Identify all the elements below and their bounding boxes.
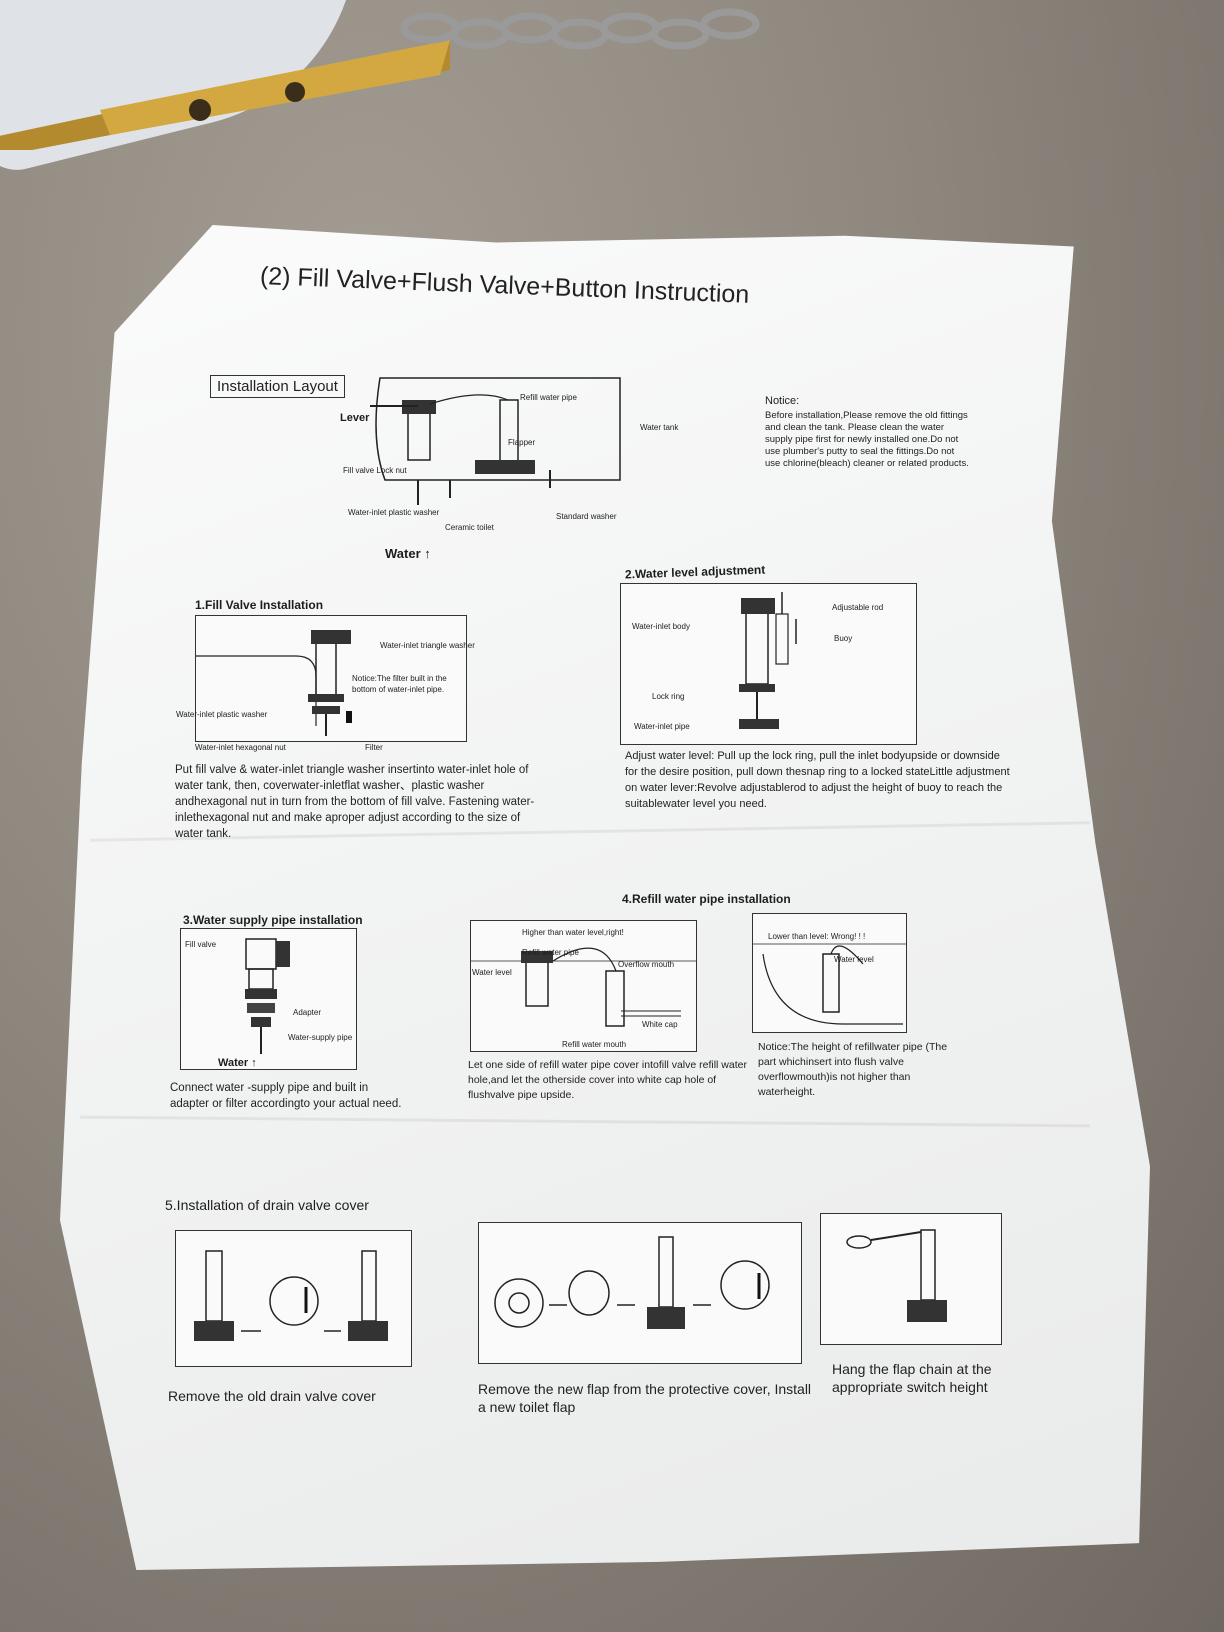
lower-label: Lower than level: Wrong! ! !: [768, 932, 866, 941]
section3-heading: 3.Water supply pipe installation: [183, 913, 363, 927]
lock-ring-label: Lock ring: [652, 692, 685, 701]
supply-pipe-label: Water-supply pipe: [288, 1033, 353, 1042]
water-supply-figure: [180, 928, 357, 1070]
overflow-mouth-label: Overflow mouth: [618, 960, 675, 969]
section3-water-label: Water ↑: [218, 1057, 257, 1069]
notice-heading: Notice:: [765, 395, 800, 407]
refill-wrong-figure: [752, 913, 907, 1033]
flap-chain-figure: [820, 1213, 1002, 1345]
higher-label: Higher than water level,right!: [522, 928, 624, 937]
plastic-washer-label: Water-inlet plastic washer: [176, 710, 268, 719]
triangle-washer-label: Water-inlet triangle washer: [380, 641, 475, 650]
water-label: Water ↑: [385, 546, 431, 561]
hex-nut-label: Water-inlet hexagonal nut: [195, 743, 286, 752]
brass-hinge: [0, 40, 450, 150]
section4-text: Let one side of refill water pipe cover …: [468, 1059, 747, 1101]
lever-label: Lever: [340, 412, 370, 424]
drain-cover-remove-figure: [175, 1230, 412, 1367]
water-tank-label: Water tank: [640, 423, 679, 432]
refill-right-figure: [470, 920, 697, 1052]
new-flap-figure: [478, 1222, 802, 1364]
section5-caption-3: Hang the flap chain at the appropriate s…: [832, 1361, 992, 1395]
water-level-label: Water level: [472, 968, 512, 977]
refill-pipe-label: Refill water pipe: [522, 948, 579, 957]
standard-washer-label: Standard washer: [556, 512, 617, 521]
section2-text: Adjust water level: Pull up the lock rin…: [625, 750, 1010, 810]
section5-caption-2: Remove the new flap from the protective …: [478, 1381, 812, 1415]
section4-heading: 4.Refill water pipe installation: [622, 892, 791, 906]
adapter-label: Adapter: [293, 1008, 322, 1017]
filter-label: Filter: [365, 743, 383, 752]
installation-layout-diagram: [370, 377, 621, 505]
inlet-body-label: Water-inlet body: [632, 622, 690, 631]
section1-heading: 1.Fill Valve Installation: [195, 598, 324, 612]
notice-text: Before installation,Please remove the ol…: [765, 410, 969, 469]
chain: [400, 8, 760, 50]
water-inlet-plastic-washer-label: Water-inlet plastic washer: [348, 508, 440, 517]
flapper-label: Flapper: [508, 438, 536, 447]
section1-notice: Notice:The filter built in the bottom of…: [352, 674, 447, 694]
section3-text: Connect water -supply pipe and built in …: [170, 1082, 402, 1110]
fill-valve-lock-nut-label: Fill valve Lock nut: [343, 466, 407, 475]
section5-heading: 5.Installation of drain valve cover: [165, 1197, 369, 1213]
section5-caption-1: Remove the old drain valve cover: [168, 1388, 376, 1404]
adjustable-rod-label: Adjustable rod: [832, 603, 884, 612]
refill-mouth-label: Refill water mouth: [562, 1040, 627, 1049]
inlet-pipe-label: Water-inlet pipe: [634, 722, 690, 731]
fill-valve-label: Fill valve: [185, 940, 217, 949]
ceramic-toilet-label: Ceramic toilet: [445, 523, 494, 532]
buoy-label: Buoy: [834, 634, 853, 643]
installation-layout-label: Installation Layout: [210, 375, 345, 398]
white-cap-label: White cap: [642, 1020, 678, 1029]
section1-text: Put fill valve & water-inlet triangle wa…: [175, 764, 535, 840]
fill-valve-figure: [195, 615, 467, 742]
refill-water-pipe-label: Refill water pipe: [520, 393, 577, 402]
water-level-2-label: Water level: [834, 955, 874, 964]
water-level-figure: [620, 583, 917, 745]
section4-notice: Notice:The height of refillwater pipe (T…: [758, 1041, 948, 1098]
